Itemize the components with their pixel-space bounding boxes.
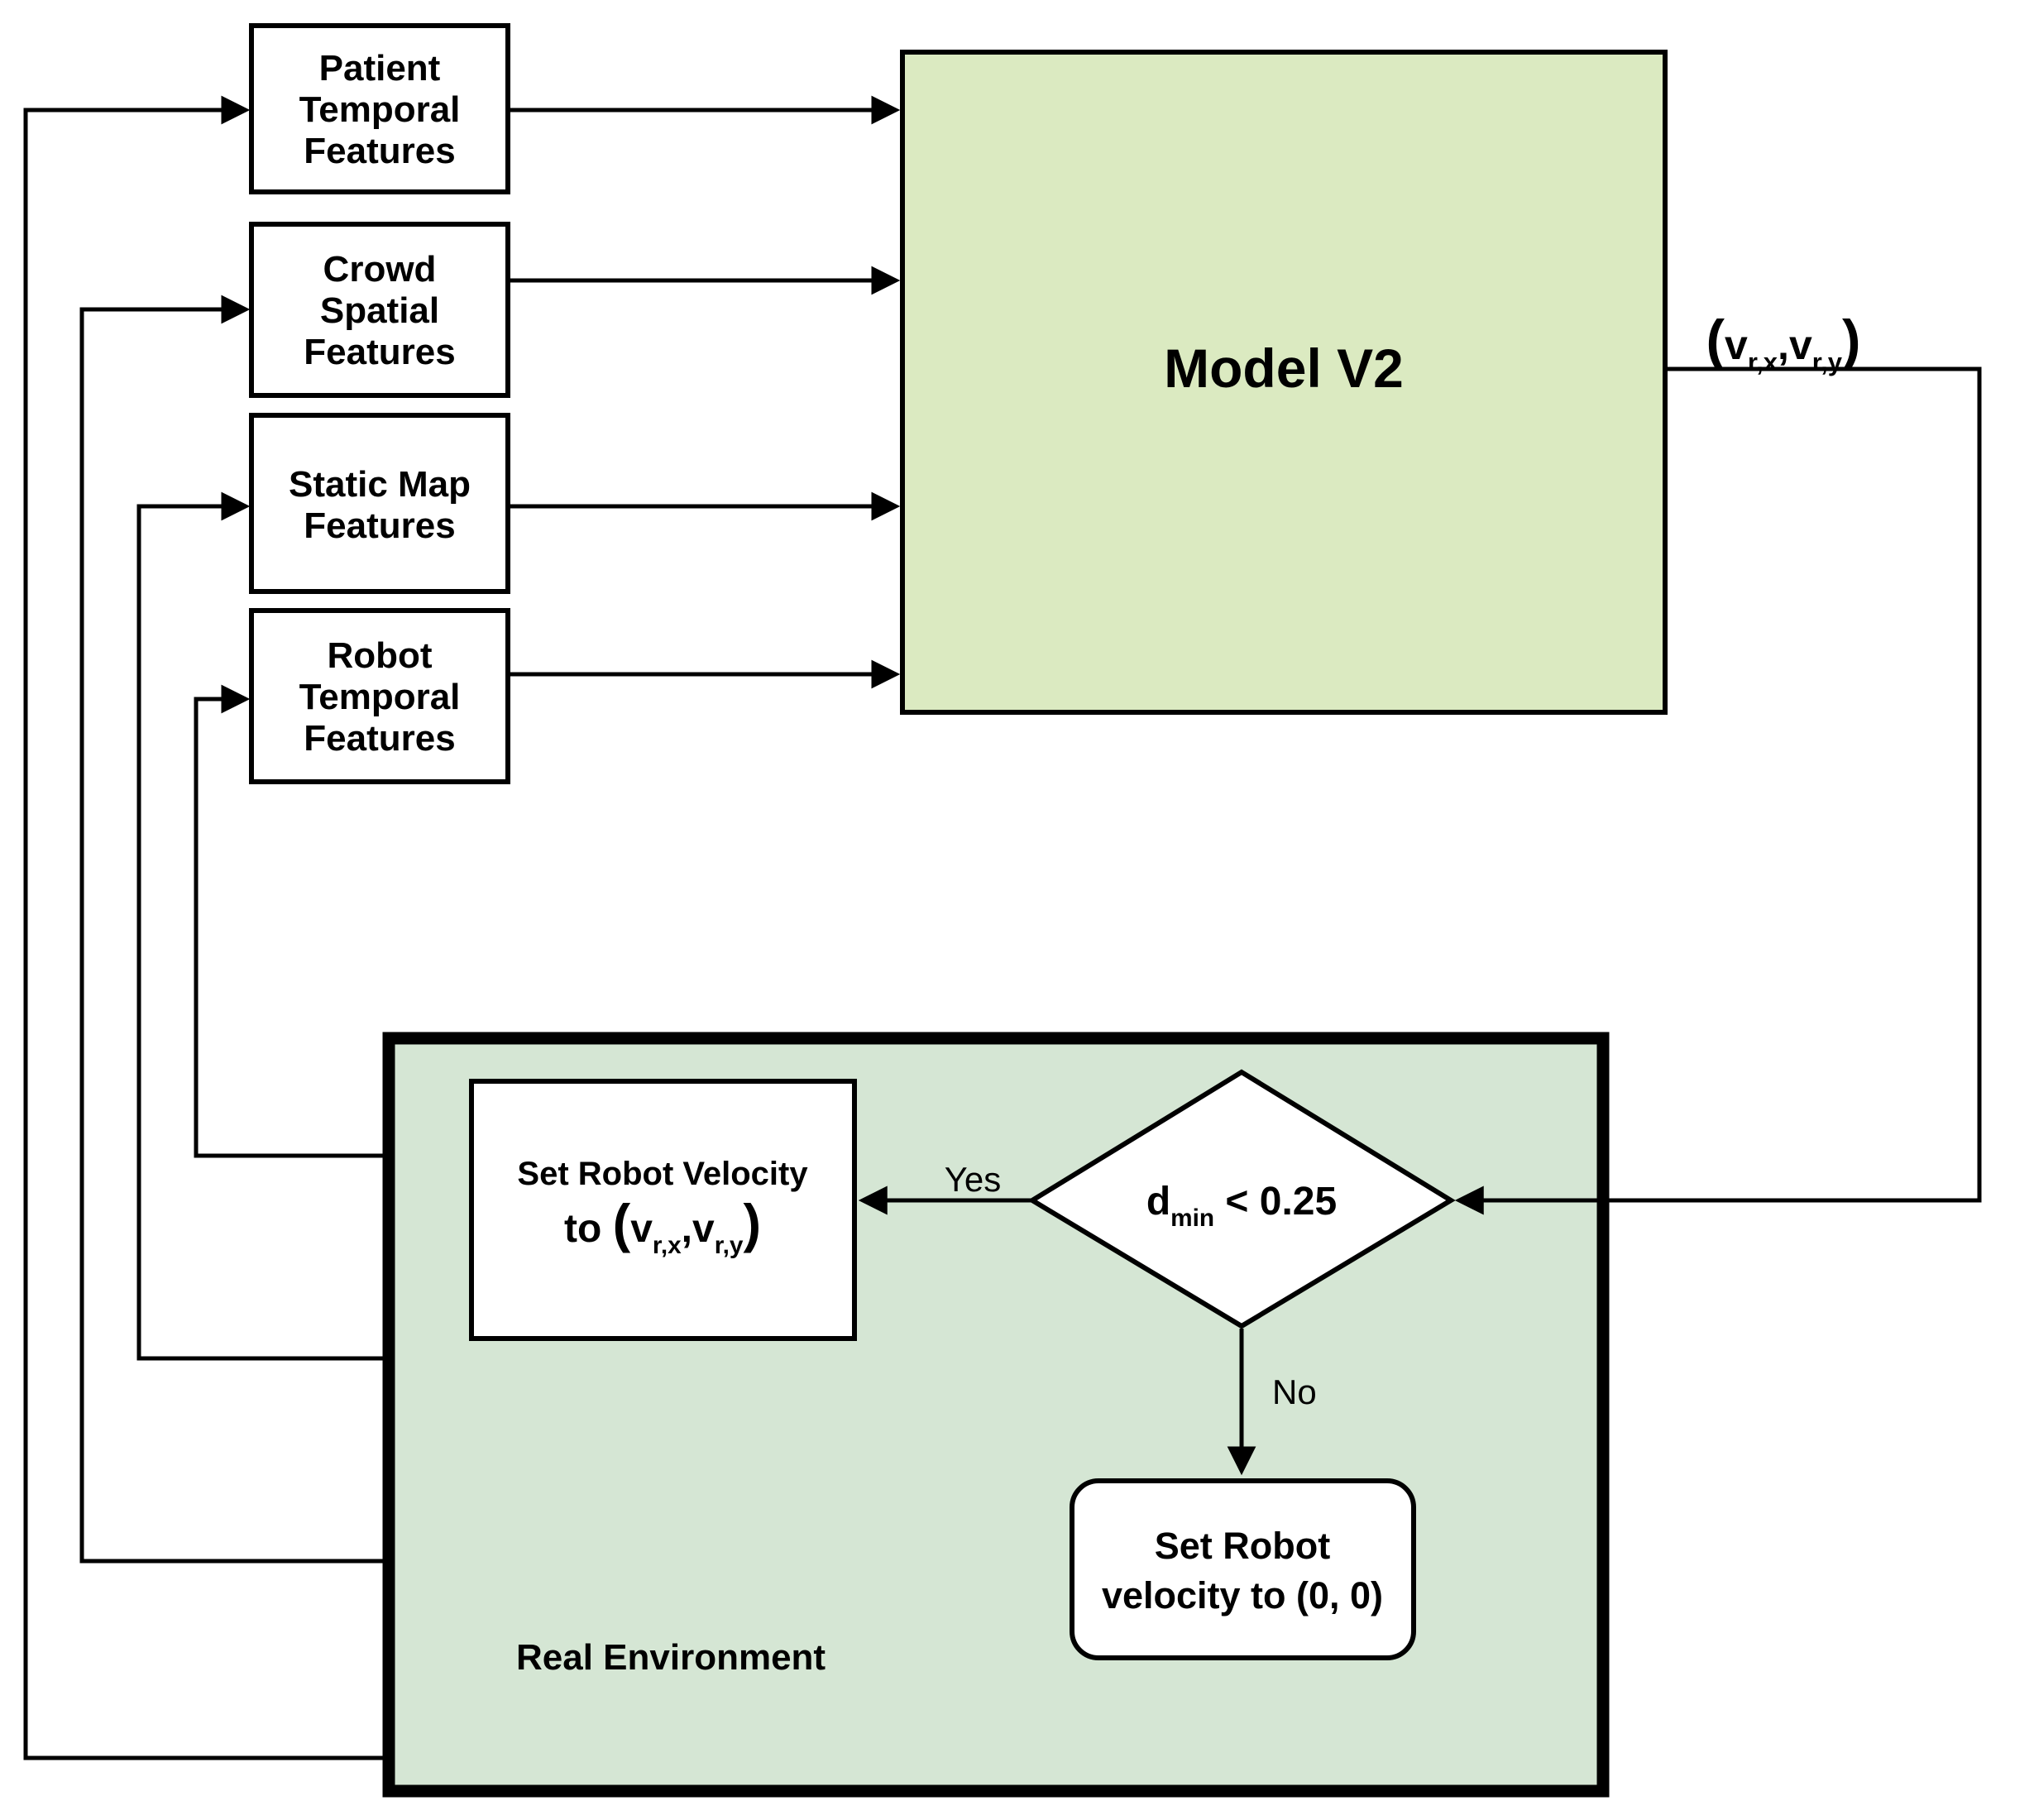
static-box-label-line1: Static Map bbox=[289, 464, 471, 505]
real-environment-label: Real Environment bbox=[516, 1637, 826, 1678]
model-output-velocity-label: (vr,x,vr,y) bbox=[1706, 309, 1861, 376]
edge-env-to-robot-features bbox=[194, 684, 385, 1158]
yes-branch-label: Yes bbox=[945, 1160, 1002, 1199]
patient-box-label-line3: Features bbox=[304, 131, 455, 171]
edge-env-to-static-features bbox=[136, 491, 385, 1361]
crowd-box-label-line3: Features bbox=[304, 332, 455, 372]
crowd-box-label-line1: Crowd bbox=[323, 249, 437, 290]
stop-box-label-line1: Set Robot bbox=[1155, 1525, 1330, 1567]
crowd-box-label-line2: Spatial bbox=[320, 290, 439, 331]
set-velocity-box-label-line1: Set Robot Velocity bbox=[517, 1156, 808, 1192]
patient-box-label-line1: Patient bbox=[319, 48, 441, 89]
robot-box-label-line3: Features bbox=[304, 718, 455, 759]
static-box-label-line2: Features bbox=[304, 505, 455, 546]
edge-model-output-to-decision bbox=[1454, 366, 1982, 1215]
crowd-spatial-features-box bbox=[249, 222, 510, 398]
node-shapes bbox=[249, 23, 1668, 1660]
set-robot-velocity-zero-box bbox=[1070, 1478, 1416, 1660]
robot-box-label-line2: Temporal bbox=[299, 677, 461, 717]
edge-env-to-patient-features bbox=[23, 95, 385, 1760]
stop-box-label-line2: velocity to (0, 0) bbox=[1102, 1574, 1383, 1616]
node-labels: Patient Temporal Features Crowd Spatial … bbox=[289, 48, 1860, 1678]
model-v2-label: Model V2 bbox=[1164, 338, 1404, 399]
robot-box-label-line1: Robot bbox=[327, 635, 432, 676]
set-velocity-box-label-line2: to (vr,x,vr,y) bbox=[564, 1193, 761, 1259]
static-map-features-box bbox=[249, 413, 510, 594]
dmin-decision-diamond bbox=[1027, 1069, 1456, 1329]
no-branch-label: No bbox=[1272, 1372, 1317, 1411]
patient-temporal-features-box bbox=[249, 23, 510, 194]
edge-env-to-crowd-features bbox=[79, 295, 385, 1564]
model-v2-box bbox=[900, 50, 1668, 715]
connector-lines bbox=[23, 95, 1982, 1760]
set-robot-velocity-box bbox=[469, 1079, 857, 1341]
patient-box-label-line2: Temporal bbox=[299, 89, 461, 130]
decision-condition-label: dmin < 0.25 bbox=[1146, 1180, 1337, 1232]
robot-temporal-features-box bbox=[249, 608, 510, 784]
